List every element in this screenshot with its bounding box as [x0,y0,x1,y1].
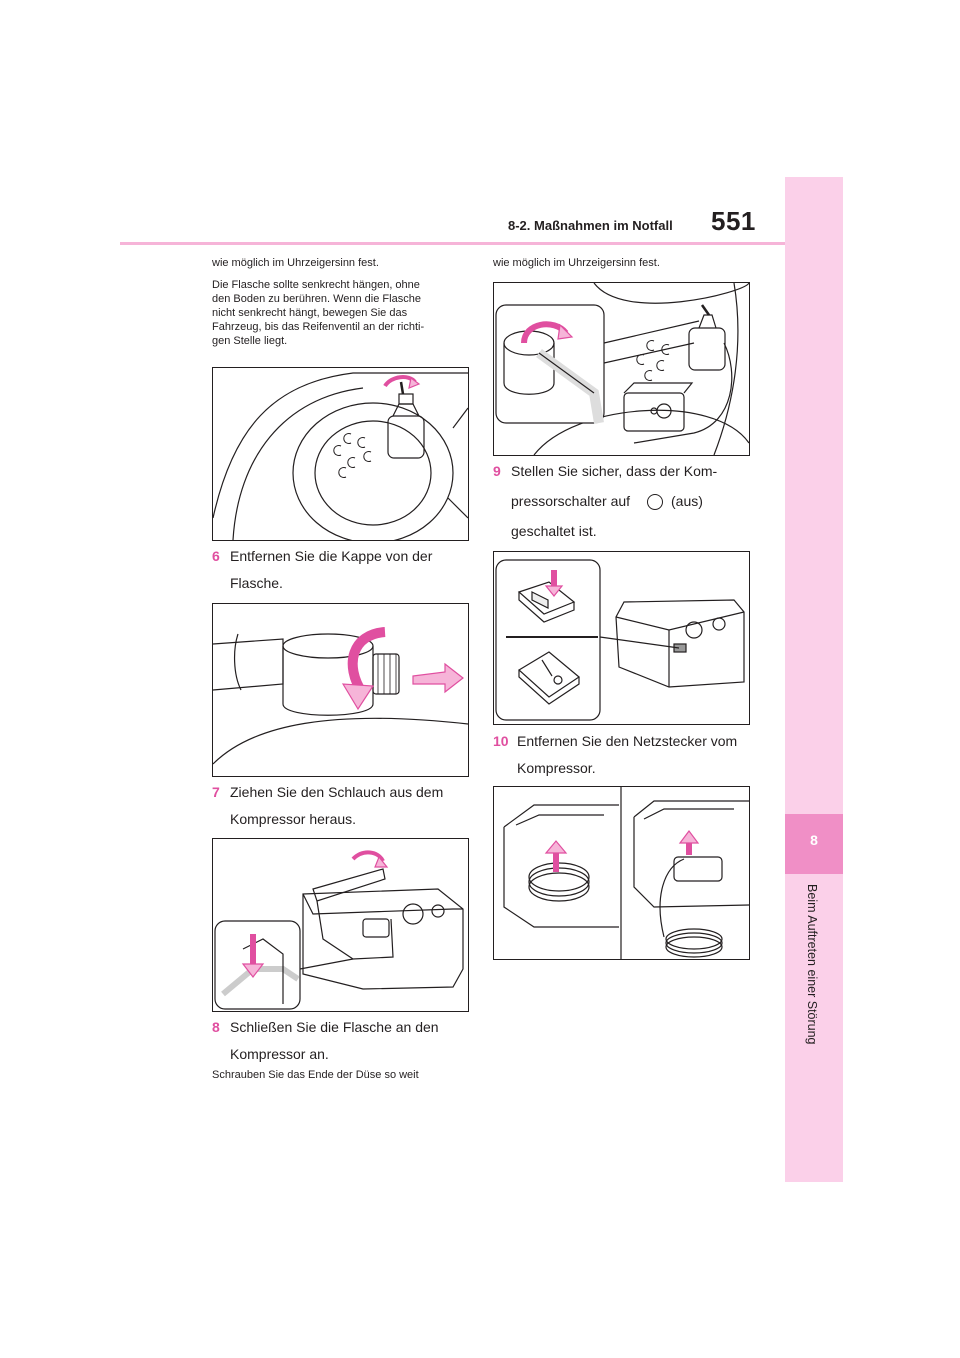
step-text: Entfernen Sie die Kappe von der [230,548,433,564]
right-intro-line: wie möglich im Uhrzeigersinn fest. [493,257,660,269]
step-7: 7 Ziehen Sie den Schlauch aus dem Kompre… [212,779,472,833]
step-text: Schließen Sie die Flasche an den [230,1019,439,1035]
step-number: 7 [212,784,220,800]
step-8: 8 Schließen Sie die Flasche an den Kompr… [212,1014,472,1068]
chapter-title: Beim Auftreten einer Störung [785,884,843,1124]
left-intro-line: wie möglich im Uhrzeigersinn fest. [212,257,379,269]
page-number: 551 [711,206,756,236]
step-text: geschaltet ist. [511,523,597,539]
step-text: (aus) [671,493,703,509]
figure-remove-plug [493,786,750,960]
figure-remove-cap [212,603,469,777]
left-note-paragraph: Die Flasche sollte senkrecht hängen, ohn… [212,278,424,348]
step-6: 6 Entfernen Sie die Kappe von der Flasch… [212,543,472,597]
step-number: 9 [493,463,501,479]
step-text: Entfernen Sie den Netzstecker vom [517,733,738,749]
note-line: Die Flasche sollte senkrecht hängen, ohn… [212,279,420,291]
step-10: 10 Entfernen Sie den Netzstecker vom Kom… [493,728,763,782]
step-text: Kompressor heraus. [230,811,357,827]
note-line: gen Stelle liegt. [212,335,288,347]
step-9: 9 Stellen Sie sicher, dass der Kom- pres… [493,458,763,544]
chapter-number: 8 [810,832,818,848]
note-line: nicht senkrecht hängt, bewegen Sie das [212,307,408,319]
figure-switch-off [493,551,750,725]
header-rule [120,242,785,245]
figure-bottle-on-wheel [212,367,469,541]
note-line: den Boden zu berühren. Wenn die Flasche [212,293,421,305]
step-text: pressorschalter auf [511,493,631,509]
chapter-title-text: Beim Auftreten einer Störung [805,884,819,1045]
left-tail-text: Schrauben Sie das Ende der Düse so weit [212,1069,419,1081]
chapter-tab[interactable] [785,814,843,874]
figure-connect-hose [493,282,750,456]
note-line: Fahrzeug, bis das Reifenventil an der ri… [212,321,425,333]
step-text: Stellen Sie sicher, dass der Kom- [511,463,718,479]
step-text: Kompressor an. [230,1046,329,1062]
step-text: Flasche. [230,575,283,591]
switch-off-symbol-icon [647,494,663,510]
step-number: 6 [212,548,220,564]
step-number: 10 [493,733,509,749]
figure-pull-hose [212,838,469,1012]
step-number: 8 [212,1019,220,1035]
step-text: Ziehen Sie den Schlauch aus dem [230,784,444,800]
step-text: Kompressor. [517,760,596,776]
section-title: 8-2. Maßnahmen im Notfall [508,218,673,233]
chapter-sidebar [785,177,843,1182]
